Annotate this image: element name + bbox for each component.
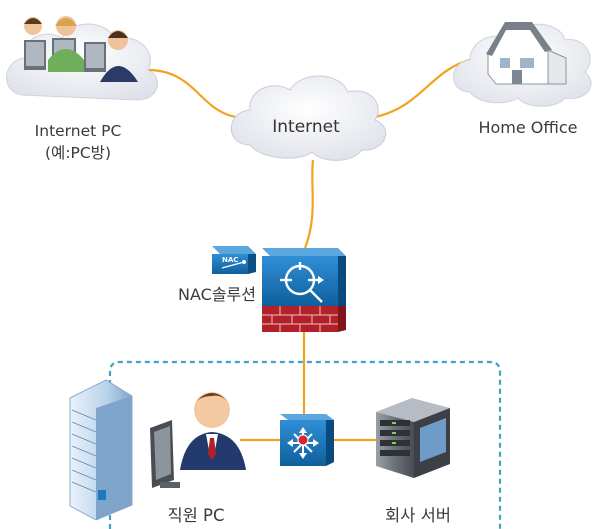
nac-badge: NAC [212,246,256,274]
lan-switch-device [280,414,334,466]
nac-solution-label: NAC솔루션 [178,285,256,304]
home-office-cloud [453,22,592,107]
nac-badge-text: NAC [222,256,238,264]
person-head-icon [194,392,230,428]
internet-pc-sublabel: (예:PC방) [45,144,111,162]
link-internet-home [369,58,471,120]
internet-cloud [230,75,387,161]
employee-pc-label: 직원 PC [167,506,224,525]
link-internet-nac [303,159,315,249]
switch-status-dot [297,434,309,446]
employee-pc-icon [150,392,246,488]
plug-icon [221,261,245,269]
house-icon [486,22,567,85]
company-server-icon [376,398,450,478]
internet-pc-label: Internet PC [35,122,122,140]
inspect-icon [280,262,324,303]
internet-pc-cloud [6,16,159,101]
internet-cloud-label: Internet [272,117,340,137]
nac-firewall-device [262,248,346,332]
link-internetpc-internet [147,68,251,120]
home-office-label: Home Office [478,118,577,137]
office-building-icon [69,379,133,521]
network-links [147,58,471,442]
company-server-label: 회사 서버 [385,506,451,525]
